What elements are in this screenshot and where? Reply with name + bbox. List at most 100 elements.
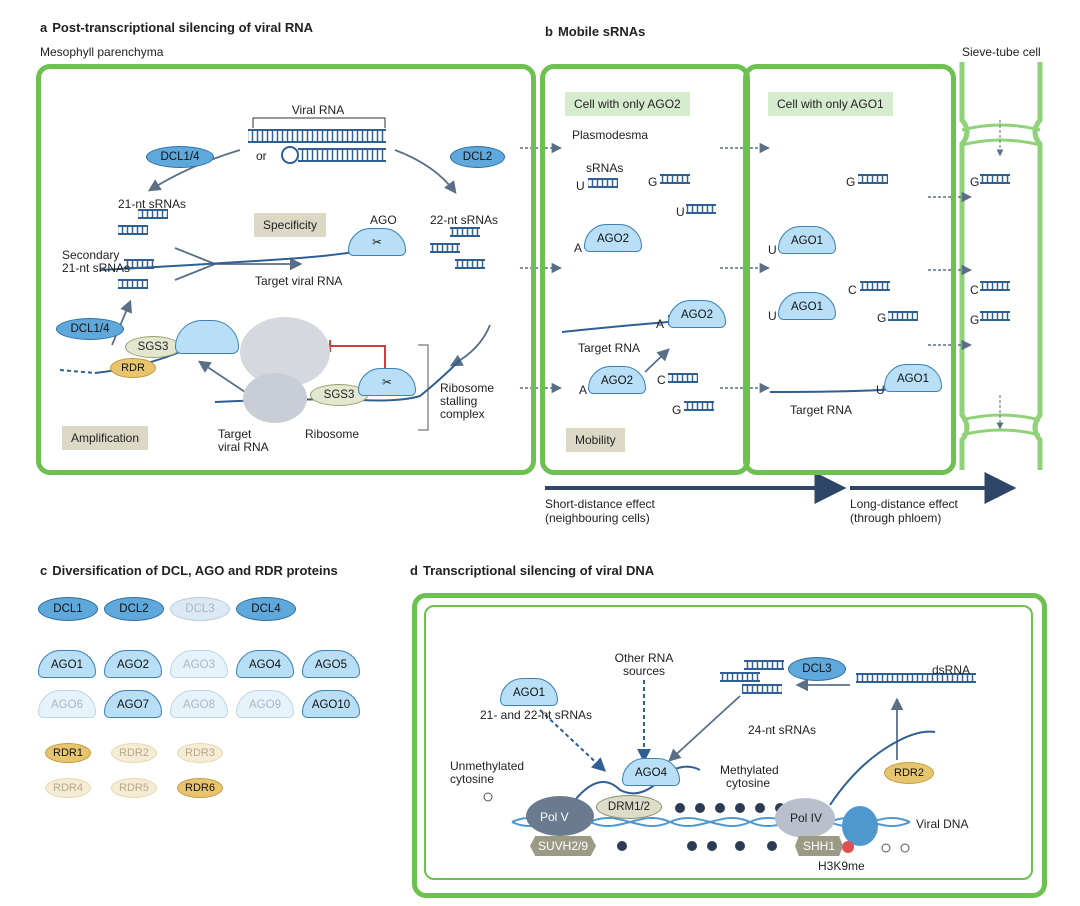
methylated-cytosine-dot xyxy=(715,803,725,813)
secondary-label-1: Secondary xyxy=(62,248,120,262)
other-sources-2: sources xyxy=(622,664,666,678)
methylated-cytosine-dot xyxy=(687,841,697,851)
drm12-enzyme: DRM1/2 xyxy=(596,795,662,819)
panel-d-arrows xyxy=(539,678,904,772)
ago10-protein: AGO10 xyxy=(302,690,360,718)
nt24-label: 24-nt sRNAs xyxy=(748,723,817,737)
srna-duplex xyxy=(668,374,698,382)
methylated-cytosine-dot xyxy=(675,803,685,813)
nuc-a-3: A xyxy=(579,383,588,397)
cell-ago2-tag: Cell with only AGO2 xyxy=(565,92,690,116)
ago2-complex-3: AGO2 xyxy=(588,366,646,394)
ago2-protein: AGO2 xyxy=(104,650,162,678)
srna-duplex xyxy=(138,210,168,218)
srna-duplex xyxy=(118,280,148,288)
ago2-complex-1: AGO2 xyxy=(584,224,642,252)
ago8-protein: AGO8 xyxy=(170,690,228,718)
unmethylated-label-2: cytosine xyxy=(450,772,495,786)
ago5-protein: AGO5 xyxy=(302,650,360,678)
dcl2-enzyme: DCL2 xyxy=(450,146,505,168)
srna-duplex xyxy=(588,179,618,187)
srna-duplex xyxy=(856,674,976,682)
srna-duplex xyxy=(660,175,690,183)
srna-duplex xyxy=(980,312,1010,320)
pol-iv-shape xyxy=(775,798,835,838)
dcl2-protein: DCL2 xyxy=(104,597,164,621)
srna-duplex xyxy=(858,175,888,183)
nuc-u-2: U xyxy=(676,205,685,219)
ago7-protein: AGO7 xyxy=(104,690,162,718)
ago3-protein: AGO3 xyxy=(170,650,228,678)
srna-duplex xyxy=(742,685,782,693)
nucleosome xyxy=(842,806,878,846)
ago6-protein: AGO6 xyxy=(38,690,96,718)
shh1-protein: SHH1 xyxy=(795,836,844,856)
rdr6-protein: RDR6 xyxy=(177,778,223,798)
suvh29-protein: SUVH2/9 xyxy=(530,836,597,856)
viral-dna-label: Viral DNA xyxy=(916,817,969,831)
ago2-complex-2: AGO2 xyxy=(668,300,726,328)
nuc-c-2: C xyxy=(848,283,857,297)
ago1-complex-2: AGO1 xyxy=(778,292,836,320)
unmethylated-label-1: Unmethylated xyxy=(450,759,525,773)
ago1-nuclear: AGO1 xyxy=(500,678,558,706)
nuc-g-sieve-2: G xyxy=(970,313,980,327)
dcl14-top-enzyme: DCL1/4 xyxy=(146,146,214,168)
unmethylated-marks xyxy=(483,792,910,853)
ago1-protein: AGO1 xyxy=(38,650,96,678)
other-sources-1: Other RNA xyxy=(614,651,674,665)
plasmodesma-label: Plasmodesma xyxy=(572,128,649,142)
nuc-u-5: U xyxy=(876,383,885,397)
ago-stalled: ✂ xyxy=(358,368,416,396)
srna-duplex xyxy=(430,244,460,252)
ago1-complex-3: AGO1 xyxy=(884,364,942,392)
srna-duplex xyxy=(744,661,784,669)
nuc-g-1: G xyxy=(648,175,658,189)
ribosome-label: Ribosome xyxy=(305,427,360,441)
nuc-u-3: U xyxy=(768,243,777,257)
dsrna-label: dsRNA xyxy=(932,663,971,677)
long-distance-label-2: (through phloem) xyxy=(850,511,942,525)
methylated-cytosine-dot xyxy=(735,803,745,813)
pol-iv-label: Pol IV xyxy=(790,811,823,825)
dcl4-protein: DCL4 xyxy=(236,597,296,621)
dcl3-protein: DCL3 xyxy=(170,597,230,621)
short-distance-label-1: Short-distance effect xyxy=(545,497,655,511)
rdr2-protein: RDR2 xyxy=(111,743,157,763)
srna-duplex xyxy=(980,282,1010,290)
stalling-label-2: stalling xyxy=(440,394,478,408)
srna-duplex xyxy=(686,205,716,213)
ago-bound-sgs3 xyxy=(175,320,239,354)
secondary-label-2: 21-nt sRNAs xyxy=(62,261,131,275)
ago1-complex-1: AGO1 xyxy=(778,226,836,254)
sieve-tube-walls xyxy=(959,62,1043,470)
amplification-tag: Amplification xyxy=(62,426,149,450)
nuc-a-1: A xyxy=(574,241,583,255)
sgs3-complex: SGS3 xyxy=(310,384,368,406)
ago9-protein: AGO9 xyxy=(236,690,294,718)
methylated-label-1: Methylated xyxy=(720,763,779,777)
dcl3-enzyme: DCL3 xyxy=(788,657,846,681)
methylated-cytosine-dot xyxy=(707,841,717,851)
ago4-complex: AGO4 xyxy=(622,758,680,786)
methylated-cytosine-dot xyxy=(735,841,745,851)
ago4-protein: AGO4 xyxy=(236,650,294,678)
viral-rna-label: Viral RNA xyxy=(291,103,345,117)
scissors-icon: ✂ xyxy=(372,237,382,249)
srna-duplex xyxy=(450,228,480,236)
rdr2-enzyme: RDR2 xyxy=(884,762,934,784)
target-rna-label-b2: Target RNA xyxy=(790,403,853,417)
methylated-cytosine-dot xyxy=(767,841,777,851)
nuc-a-2: A xyxy=(656,317,665,331)
nuc-u-1: U xyxy=(576,179,585,193)
srna-duplex xyxy=(980,175,1010,183)
dcl1-protein: DCL1 xyxy=(38,597,98,621)
nuc-c-sieve: C xyxy=(970,283,979,297)
target-rna-label-b1: Target RNA xyxy=(578,341,641,355)
plasmodesma-arrows xyxy=(520,142,973,394)
sgs3-protein: SGS3 xyxy=(125,336,181,358)
